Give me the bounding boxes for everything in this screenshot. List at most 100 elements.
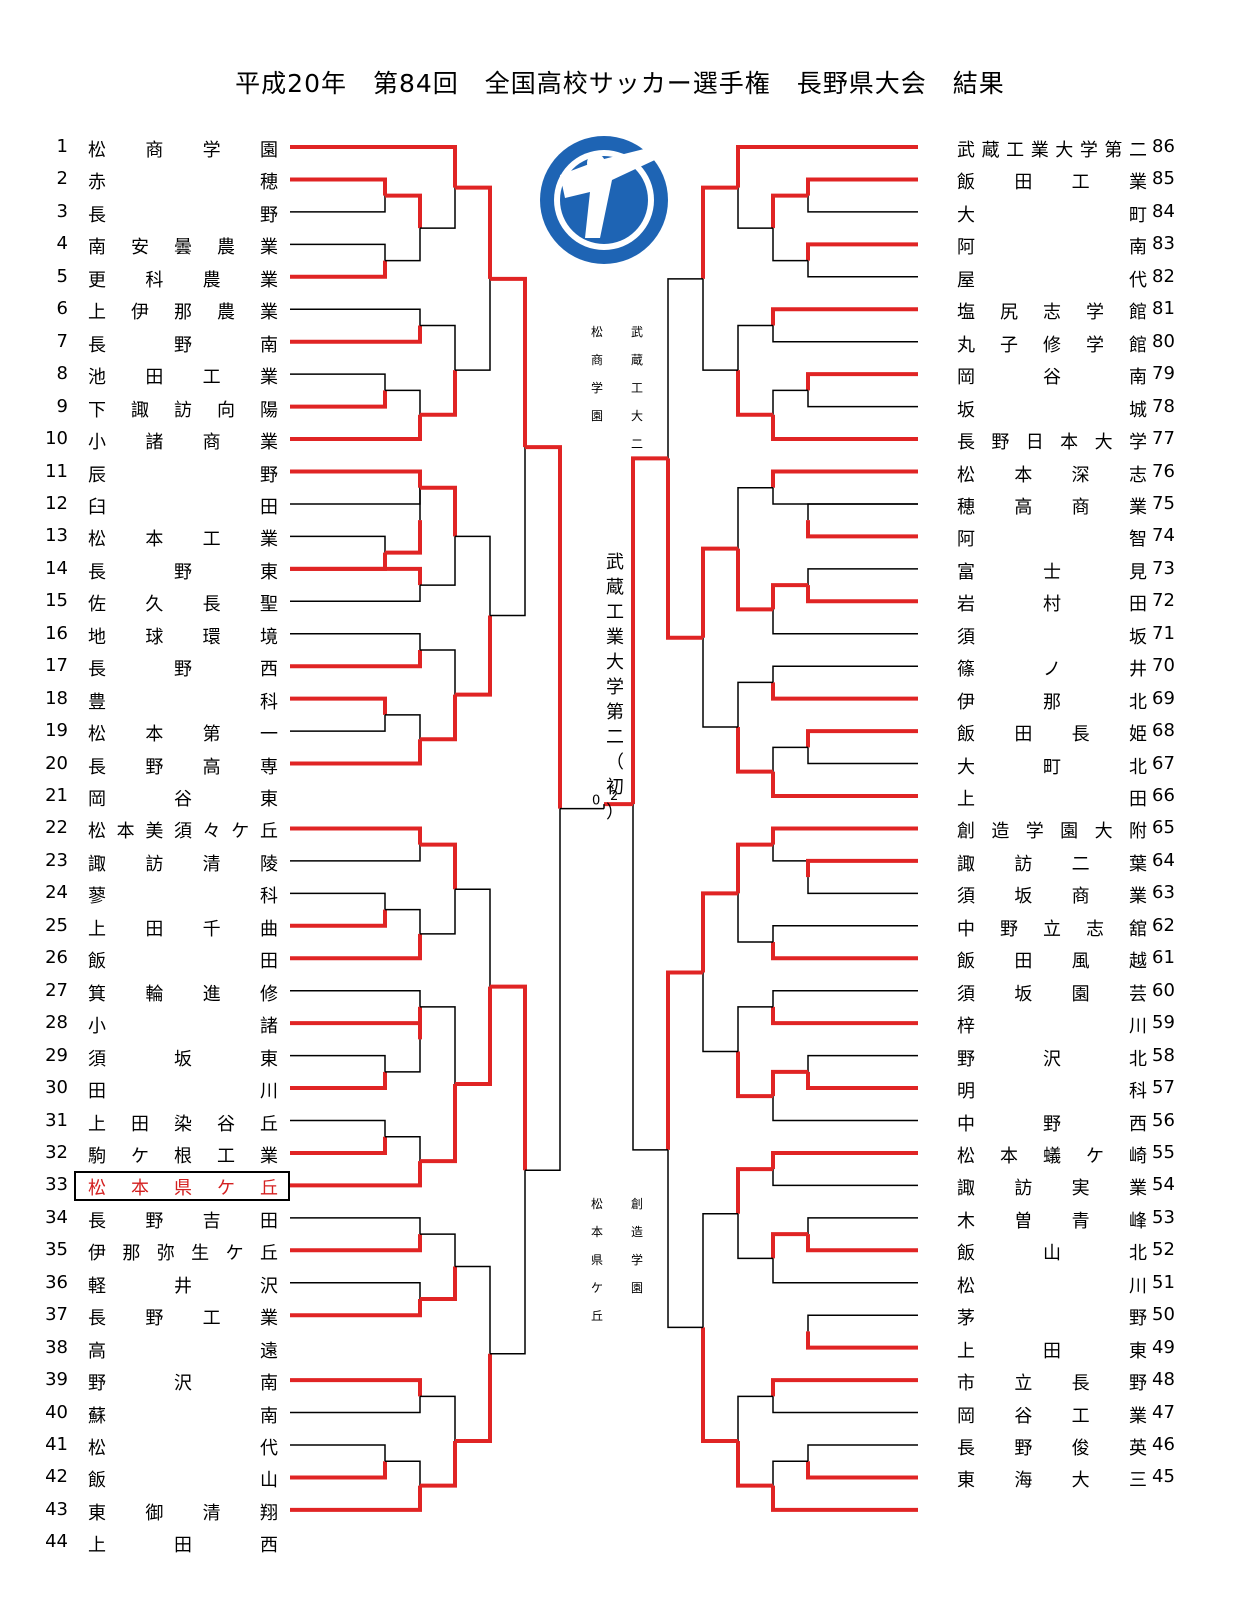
team-name: 飯田長姫 <box>957 724 1147 746</box>
team-number: 32 <box>45 1141 68 1163</box>
team-name: 茅野 <box>957 1308 1147 1330</box>
team-number: 85 <box>1152 168 1175 190</box>
team-name: 高遠 <box>88 1340 278 1362</box>
team-number: 84 <box>1152 200 1175 222</box>
winner-path <box>806 520 918 539</box>
team-name: 箕輪進修 <box>88 983 278 1005</box>
team-name: 軽井沢 <box>88 1275 278 1297</box>
winner-path <box>736 548 773 612</box>
team-number: 64 <box>1152 849 1175 871</box>
team-number: 67 <box>1152 752 1175 774</box>
team-name: 長野俊英 <box>957 1438 1147 1459</box>
winner-path <box>771 771 918 798</box>
winner-path <box>701 1327 738 1443</box>
team-name: 長野吉田 <box>88 1210 278 1232</box>
team-name: 池田工業 <box>88 367 278 389</box>
team-name: 松本美須々ケ丘 <box>88 821 278 843</box>
winner-path <box>771 583 808 610</box>
team-number: 36 <box>45 1271 68 1293</box>
bracket-line <box>667 278 703 459</box>
bracket-line <box>737 681 773 728</box>
team-number: 38 <box>45 1336 68 1358</box>
bracket-line <box>807 260 918 278</box>
team-number: 10 <box>45 428 68 450</box>
team-number: 49 <box>1152 1336 1175 1358</box>
team-name: 長野高専 <box>88 756 278 778</box>
team-number: 37 <box>45 1304 68 1326</box>
winner-path <box>290 552 387 571</box>
team-name: 明科 <box>957 1081 1147 1103</box>
winner-path <box>771 1378 918 1397</box>
winner-path <box>290 469 422 488</box>
team-number: 8 <box>56 363 68 385</box>
team-number: 58 <box>1152 1044 1175 1066</box>
winner-path <box>771 1069 808 1097</box>
bracket-line <box>290 633 421 650</box>
team-number: 16 <box>45 622 68 644</box>
bracket-line <box>772 665 918 683</box>
semifinal-top-left: 松商学園 <box>590 325 603 423</box>
winner-path <box>771 1150 918 1170</box>
team-number: 15 <box>45 590 68 612</box>
bracket-line <box>290 535 386 553</box>
team-name: 飯田風越 <box>957 951 1147 973</box>
team-name: 辰野 <box>88 464 278 486</box>
winner-path <box>771 1232 808 1259</box>
bracket-line <box>667 1149 703 1329</box>
bracket-line <box>807 747 918 765</box>
team-name: 阿南 <box>957 237 1147 259</box>
team-number: 50 <box>1152 1304 1175 1326</box>
team-name: 小諸 <box>88 1016 278 1038</box>
team-name: 田川 <box>88 1081 278 1103</box>
team-name: 松本工業 <box>88 529 278 551</box>
team-number: 28 <box>45 1012 68 1034</box>
winner-path <box>455 986 492 1086</box>
bracket-line <box>702 637 738 728</box>
bracket-line <box>490 1170 526 1355</box>
bracket-line <box>737 1006 773 1052</box>
team-number: 57 <box>1152 1077 1175 1099</box>
team-name: 飯山 <box>88 1470 278 1492</box>
team-name: 諏訪二葉 <box>957 853 1147 875</box>
bracket-line <box>290 243 386 261</box>
champion-label: 武蔵工業大学第二（初） <box>606 552 624 823</box>
team-number: 18 <box>45 687 68 709</box>
bracket-line <box>420 536 456 586</box>
winner-path <box>806 1234 918 1253</box>
team-name: 岡谷工業 <box>957 1405 1147 1427</box>
bracket-line <box>385 1460 421 1486</box>
winner-path <box>420 370 457 417</box>
bracket-line <box>455 278 491 371</box>
team-number: 76 <box>1152 460 1175 482</box>
team-number: 35 <box>45 1239 68 1261</box>
team-name: 松本第一 <box>88 724 278 746</box>
bracket-line <box>290 714 386 732</box>
team-name: 上田東 <box>957 1340 1147 1362</box>
bracket-line <box>290 1217 421 1235</box>
winner-path <box>290 177 387 196</box>
winner-path <box>290 1461 387 1480</box>
team-number: 82 <box>1152 265 1175 287</box>
team-number: 66 <box>1152 785 1175 806</box>
winner-path <box>290 414 422 442</box>
winner-path <box>290 739 422 766</box>
team-name: 岩村田 <box>957 594 1147 616</box>
bracket-line <box>420 889 456 935</box>
bracket-line <box>807 1314 918 1332</box>
team-number: 29 <box>45 1044 68 1066</box>
team-number: 3 <box>56 200 68 222</box>
team-name: 屋代 <box>957 269 1147 291</box>
winner-path <box>771 307 918 326</box>
bracket-line <box>737 486 773 549</box>
team-name: 松代 <box>88 1438 278 1459</box>
team-number: 52 <box>1152 1239 1175 1261</box>
team-number: 68 <box>1152 720 1175 742</box>
bracket-line <box>772 1460 808 1486</box>
team-name: 野沢北 <box>957 1048 1147 1070</box>
team-name: 松商学園 <box>88 140 278 161</box>
team-name: 東海大三 <box>957 1470 1147 1492</box>
team-name: 中野立志舘 <box>957 918 1147 940</box>
winner-path <box>290 1071 387 1091</box>
page-title: 平成20年 第84回 全国高校サッカー選手権 長野県大会 結果 <box>235 69 1005 98</box>
team-name: 上田染谷丘 <box>88 1113 278 1135</box>
